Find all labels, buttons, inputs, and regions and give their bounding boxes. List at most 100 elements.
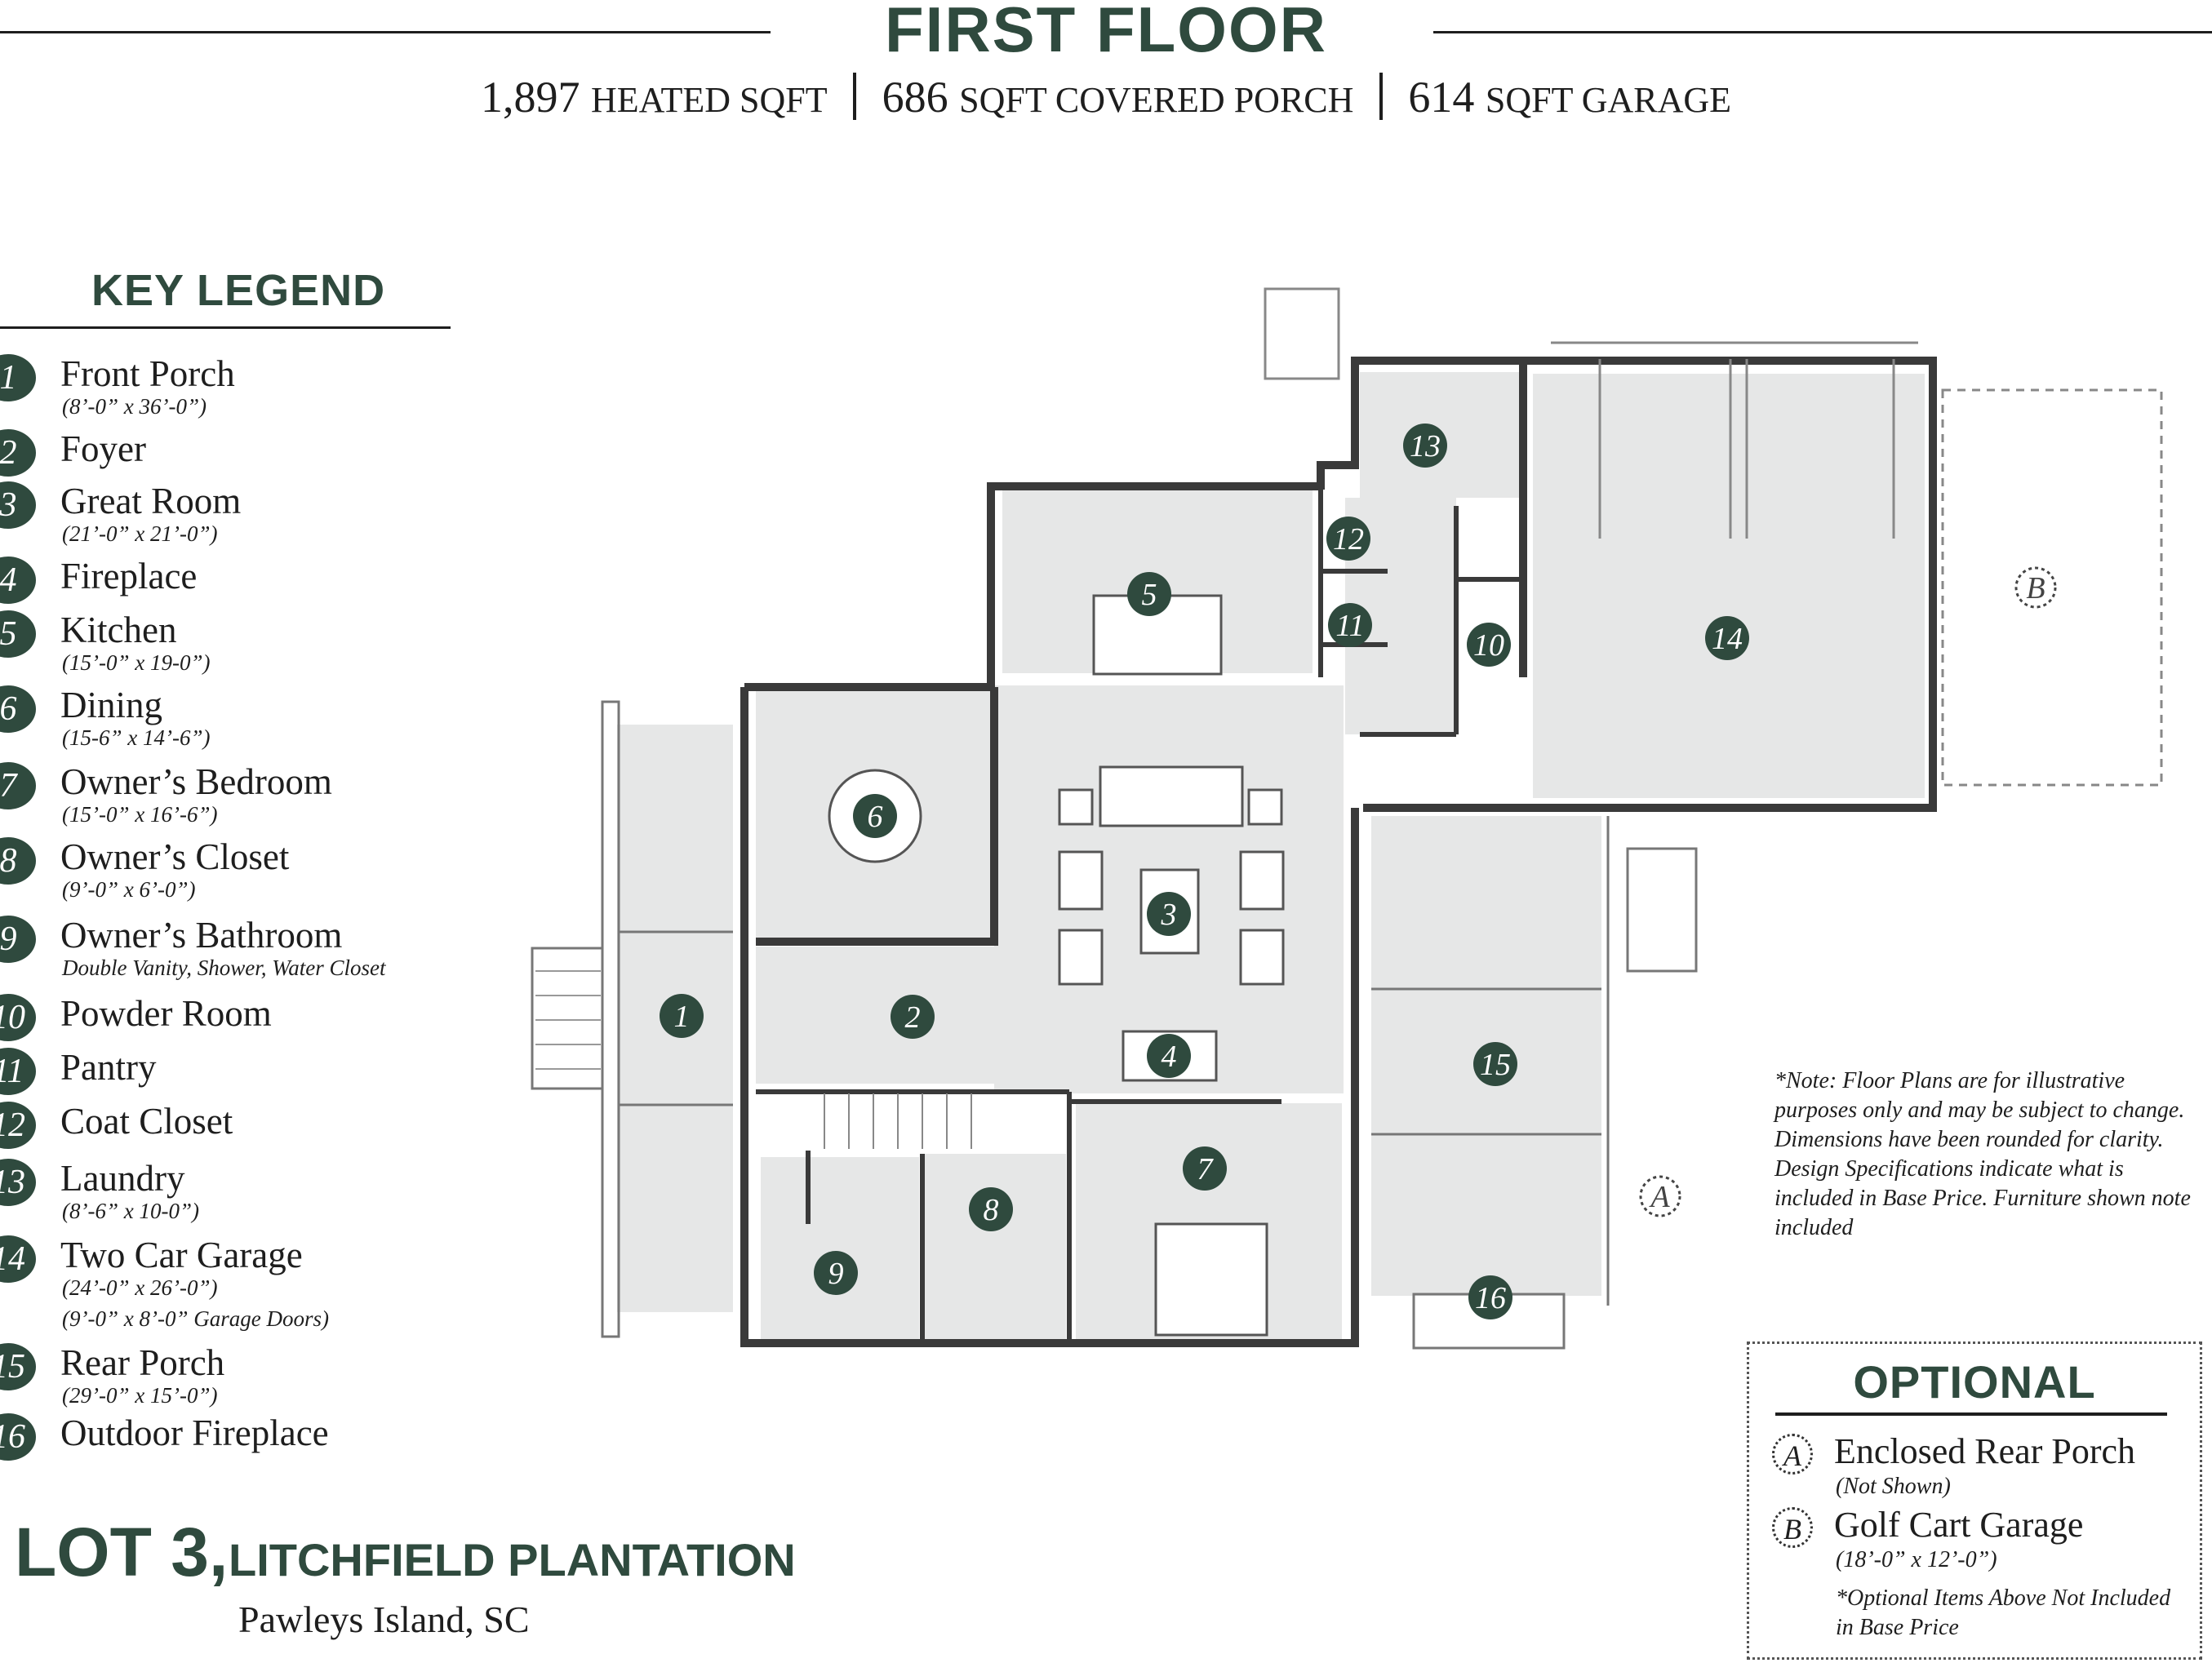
legend-item-name: Owner’s Closet [60,836,290,877]
square-footage-summary: 1,897 HEATED SQFT 686 SQFT COVERED PORCH… [0,69,2212,129]
legend-item-detail: (29’-0” x 15’-0”) [62,1383,218,1408]
room-badge-1: 1 [660,994,704,1038]
legend-item-name: Pantry [60,1047,157,1088]
optional-letter-badge: A [1772,1434,1813,1475]
optional-marker-a: A [1639,1175,1681,1217]
legend-rule [0,326,451,329]
legend-item-name: Coat Closet [60,1101,233,1142]
room-badge-5: 5 [1127,572,1171,616]
room-badge-8-number: 8 [984,1193,999,1227]
room-badge-10: 10 [1467,623,1511,667]
room-badge-16-number: 16 [1475,1281,1506,1315]
optional-item-name: Golf Cart Garage [1834,1505,2084,1545]
room-badge-1-number: 1 [674,1000,690,1034]
optional-note: *Optional Items Above Not Included in Ba… [1836,1585,2171,1640]
optional-marker-a-letter: A [1648,1180,1670,1214]
legend-item-detail: (21’-0” x 21’-0”) [62,521,218,546]
header-rule-right [1433,31,2212,33]
room-badge-7: 7 [1183,1146,1227,1191]
optional-rule [1775,1412,2167,1416]
room-badge-6-number: 6 [868,800,883,834]
legend-item-name: Great Room [60,481,242,521]
room-badge-10-number: 10 [1473,628,1504,663]
summary-divider [1379,73,1383,120]
legend-item-detail: (15’-0” x 16’-6”) [62,802,218,827]
walls [740,357,1937,1347]
garage-area [1533,374,1925,798]
legend-item-detail: (15-6” x 14’-6”) [62,725,211,750]
room-badge-11: 11 [1328,603,1372,647]
stairs [824,1093,972,1149]
room-number-badges: 1 2 3 4 5 6 7 8 9 10 11 12 13 14 15 16 [660,424,1749,1319]
garage-sqft-label: SQFT GARAGE [1485,80,1732,120]
legend-item-detail: (9’-0” x 8’-0” Garage Doors) [62,1306,329,1331]
room-badge-13: 13 [1403,424,1447,468]
legend-item-name: Foyer [60,428,146,469]
rear-porch-detail [1371,816,1698,1350]
legend-item-name: Fireplace [60,556,198,596]
garage-sqft-value: 614 [1408,73,1475,122]
legend-item-detail: Double Vanity, Shower, Water Closet [62,956,386,980]
porch-sqft-value: 686 [882,73,948,122]
room-badge-12: 12 [1326,517,1370,561]
legend-title: KEY LEGEND [91,266,386,315]
legend-item-name: Two Car Garage [60,1235,303,1275]
summary-divider [853,73,857,120]
owners-closet-area [922,1154,1066,1346]
legend-item-name: Laundry [60,1158,185,1199]
legend-item-detail: (8’-0” x 36’-0”) [62,394,207,419]
lot-name: LITCHFIELD PLANTATION [229,1534,796,1585]
room-badge-16: 16 [1468,1275,1512,1319]
room-badge-4-number: 4 [1162,1040,1177,1074]
legend-item-name: Rear Porch [60,1342,225,1383]
golf-cart-garage-outline [1941,388,2163,787]
room-badge-14: 14 [1705,616,1749,660]
optional-item-detail: (Not Shown) [1836,1474,1951,1499]
room-badge-3-number: 3 [1161,898,1177,932]
front-steps [535,970,601,1070]
room-badge-2: 2 [891,995,935,1039]
room-badge-11-number: 11 [1335,609,1364,643]
legend-item-detail: (15’-0” x 19-0”) [62,650,211,675]
lot-location: Pawleys Island, SC [238,1599,530,1640]
garage-detail [1551,341,1918,539]
heated-sqft-label: HEATED SQFT [590,80,828,120]
disclaimer-note: *Note: Floor Plans are for illustrative … [1774,1068,2191,1240]
room-badge-9-number: 9 [828,1257,844,1291]
room-badge-6: 6 [853,794,897,838]
room-badge-5-number: 5 [1142,578,1157,612]
legend-item-name: Owner’s Bedroom [60,761,332,802]
room-badge-2-number: 2 [905,1000,921,1035]
optional-title: OPTIONAL [1853,1356,2096,1408]
porch-sqft-label: SQFT COVERED PORCH [959,80,1354,120]
room-badge-15-number: 15 [1480,1048,1511,1082]
room-badge-7-number: 7 [1197,1152,1215,1186]
optional-item-detail: (18’-0” x 12’-0”) [1836,1547,1997,1572]
legend-item-detail: (8’-6” x 10-0”) [62,1199,199,1223]
room-badge-13-number: 13 [1410,429,1441,463]
room-badge-3: 3 [1147,892,1191,936]
optional-box: OPTIONAL A Enclosed Rear Porch (Not Show… [1747,1341,2202,1660]
optional-item-name: Enclosed Rear Porch [1834,1431,2135,1471]
legend-item-detail: (24’-0” x 26’-0”) [62,1275,218,1300]
legend-item-detail: (9’-0” x 6’-0”) [62,877,196,902]
room-badge-4: 4 [1147,1034,1191,1078]
front-porch-detail [531,700,733,1338]
legend-item-name: Front Porch [60,353,235,394]
legend-item-name: Owner’s Bathroom [60,915,343,956]
room-badge-15: 15 [1473,1042,1517,1086]
heated-sqft-value: 1,897 [480,73,580,122]
room-badge-14-number: 14 [1712,622,1743,656]
room-badge-9: 9 [814,1251,858,1295]
legend-item-name: Outdoor Fireplace [60,1412,329,1453]
optional-letter-badge: B [1772,1507,1813,1548]
optional-plan-markers: A B [1639,566,2057,1217]
optional-marker-b: B [2014,566,2057,609]
legend-item-name: Kitchen [60,610,177,650]
chimney [1264,287,1340,380]
header-rule-left [0,31,771,33]
lot-label: LOT 3, [15,1514,229,1590]
room-badge-12-number: 12 [1333,522,1364,557]
legend-item-name: Dining [60,685,163,725]
